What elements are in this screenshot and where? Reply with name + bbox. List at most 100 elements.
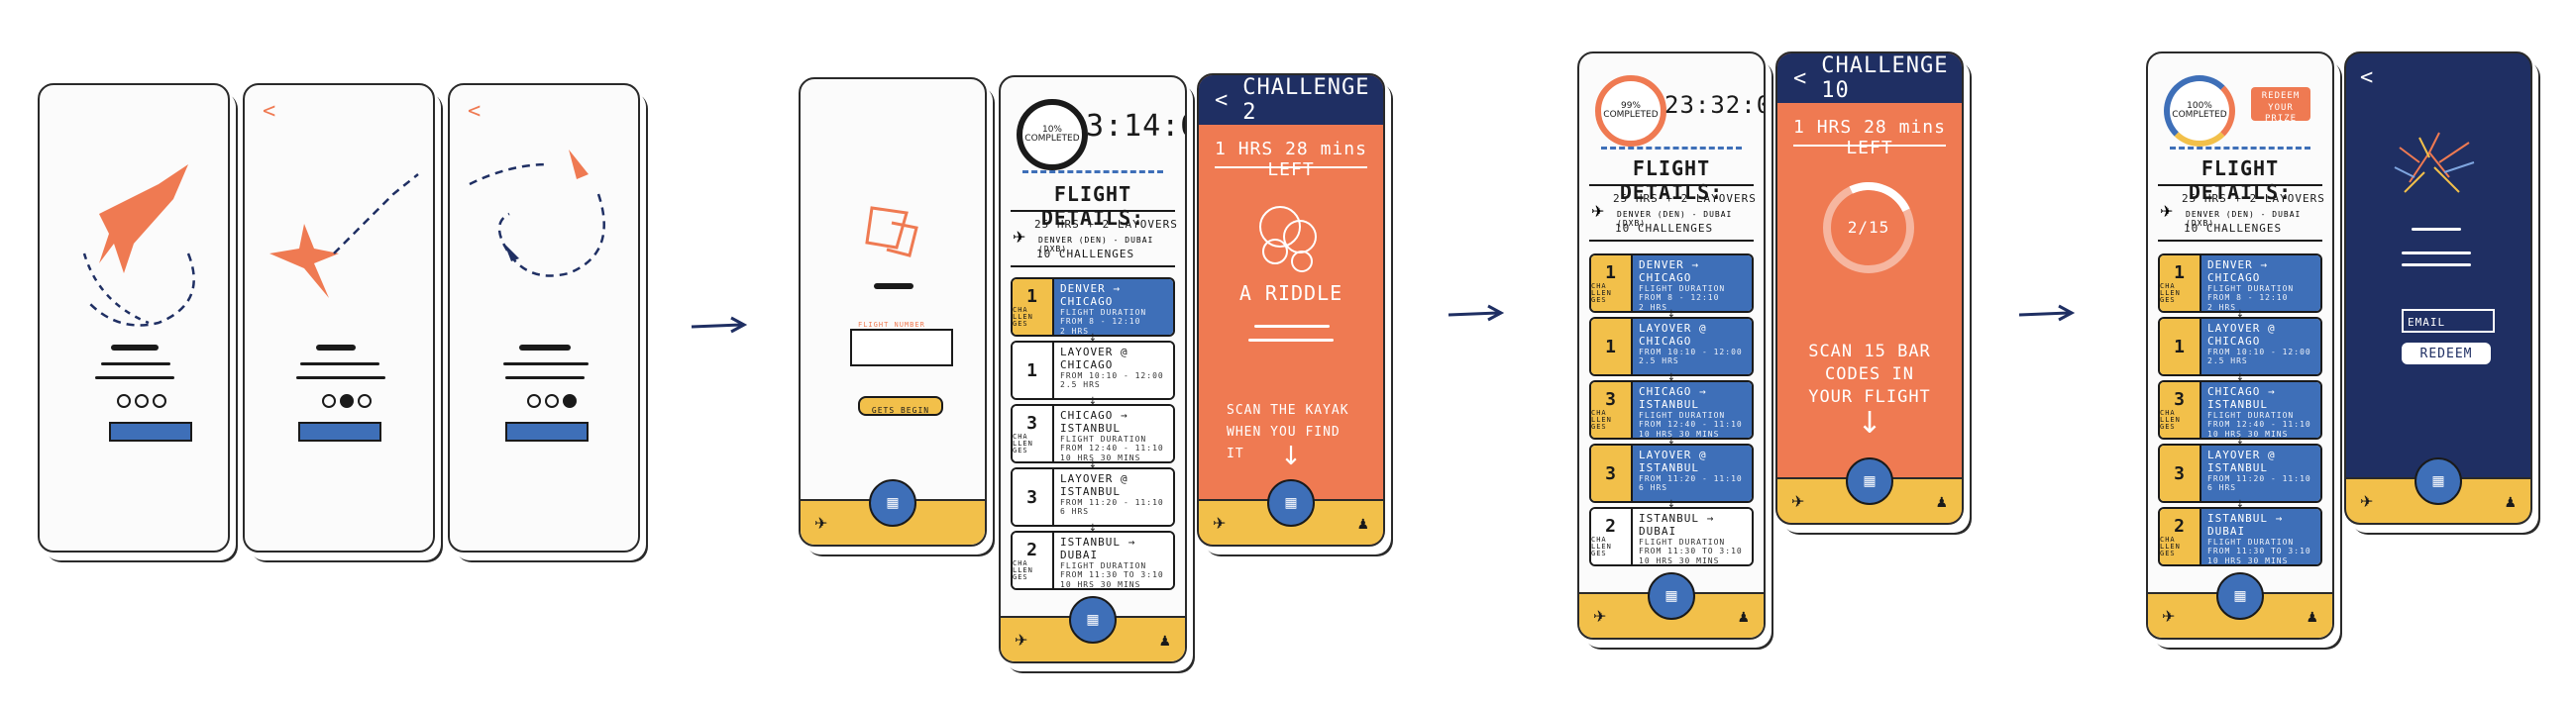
flight-route: DENVER (DEN) - DUBAI (DXB) bbox=[1617, 210, 1733, 228]
challenge-instruction: SCAN 15 BAR CODES IN YOUR FLIGHT bbox=[1808, 342, 1931, 407]
email-input[interactable]: EMAIL bbox=[2402, 309, 2495, 333]
down-arrow-icon: ↓ bbox=[1280, 442, 1302, 471]
plane-icon[interactable]: ✈ bbox=[2360, 492, 2374, 511]
leg-number: 1 bbox=[2174, 336, 2186, 357]
plane-icon[interactable]: ✈ bbox=[814, 514, 828, 533]
leg-title: DENVER → CHICAGO bbox=[1639, 258, 1699, 284]
scan-button[interactable]: ▦ bbox=[1267, 479, 1315, 527]
divider bbox=[1589, 184, 1754, 186]
flow-arrow-icon bbox=[691, 316, 748, 334]
progress-ring: 100% COMPLETED bbox=[2164, 75, 2235, 147]
divider bbox=[1011, 210, 1175, 212]
progress-label: 10% COMPLETED bbox=[1024, 124, 1080, 144]
plane-icon[interactable]: ✈ bbox=[1593, 607, 1607, 626]
leg-sub: FLIGHT DURATION bbox=[1639, 411, 1726, 421]
profile-icon[interactable]: ♟ bbox=[2504, 495, 2517, 511]
back-button[interactable]: < bbox=[1793, 65, 1808, 91]
plane-icon[interactable]: ✈ bbox=[1015, 631, 1028, 650]
next-button[interactable] bbox=[298, 422, 381, 442]
back-button[interactable]: < bbox=[1215, 87, 1230, 113]
leg-time: FROM 11:30 TO 3:10 bbox=[2207, 547, 2311, 556]
plane-icon[interactable]: ✈ bbox=[1213, 514, 1227, 533]
redeem-prize-button[interactable]: REDEEM YOUR PRIZE bbox=[2251, 87, 2310, 124]
back-button[interactable]: < bbox=[2360, 65, 2375, 90]
onboarding-screen-2: < bbox=[243, 83, 435, 553]
leg-connector-arrow-icon: ↓ bbox=[1666, 436, 1676, 447]
get-started-button[interactable]: GETS BEGIN bbox=[858, 396, 943, 416]
countdown-timer: 23:32:02 bbox=[1664, 91, 1764, 119]
time-left: 1 HRS 28 mins LEFT bbox=[1793, 117, 1946, 158]
leg-connector-arrow-icon: ↓ bbox=[1088, 459, 1098, 470]
leg-dur: 6 HRS bbox=[2207, 483, 2237, 493]
challenge-header: < CHALLENGE 10 bbox=[1777, 53, 1962, 103]
leg-connector-arrow-icon: ↓ bbox=[1088, 396, 1098, 407]
leg-challenge-count: 1 bbox=[2160, 319, 2201, 374]
bottom-nav: ✈ ▦ ♟ bbox=[1001, 596, 1185, 661]
scan-button[interactable]: ▦ bbox=[2415, 457, 2462, 505]
next-button[interactable] bbox=[505, 422, 589, 442]
leg-dur: 2 HRS bbox=[1060, 326, 1090, 336]
scan-button[interactable]: ▦ bbox=[1846, 457, 1893, 505]
leg-connector-arrow-icon: ↓ bbox=[2235, 499, 2245, 510]
plane-icon[interactable]: ✈ bbox=[1791, 492, 1805, 511]
leg-number: 3 bbox=[2174, 389, 2186, 410]
profile-icon[interactable]: ♟ bbox=[2306, 610, 2318, 626]
scan-button[interactable]: ▦ bbox=[1069, 596, 1117, 644]
leg-number: 1 bbox=[2174, 262, 2186, 283]
text-scribble bbox=[2402, 252, 2471, 254]
leg-time: FROM 11:30 TO 3:10 bbox=[1060, 570, 1164, 580]
progress-ring: 10% COMPLETED bbox=[1017, 99, 1088, 170]
leg-number: 3 bbox=[1026, 486, 1038, 508]
leg-title: LAYOVER @ ISTANBUL bbox=[2207, 449, 2276, 474]
page-dot bbox=[153, 394, 166, 408]
email-label: EMAIL bbox=[2408, 316, 2446, 329]
text-scribble bbox=[1248, 339, 1334, 342]
back-button[interactable]: < bbox=[263, 99, 277, 124]
flight-summary: 25 HRS + 2 LAYOVERS bbox=[1034, 218, 1178, 231]
profile-icon[interactable]: ♟ bbox=[1356, 517, 1369, 533]
plane-icon[interactable]: ✈ bbox=[2162, 607, 2176, 626]
bottom-nav: ✈ ▦ ♟ bbox=[1199, 479, 1383, 545]
profile-icon[interactable]: ♟ bbox=[1935, 495, 1948, 511]
next-button[interactable] bbox=[109, 422, 192, 442]
scan-button[interactable]: ▦ bbox=[2216, 572, 2264, 620]
leg-unit: CHA LLEN GES bbox=[2160, 409, 2181, 431]
divider bbox=[1022, 170, 1163, 173]
leg-time: FROM 12:40 - 11:10 bbox=[1639, 420, 1743, 430]
bottom-nav: ✈ ▦ ♟ bbox=[2346, 457, 2530, 523]
profile-icon[interactable]: ♟ bbox=[1158, 634, 1171, 650]
leg-number: 2 bbox=[2174, 516, 2186, 537]
scan-button[interactable]: ▦ bbox=[869, 479, 916, 527]
redeem-prize-label: REDEEM YOUR PRIZE bbox=[2261, 91, 2301, 125]
back-button[interactable]: < bbox=[468, 99, 483, 124]
leg-sub: FLIGHT DURATION bbox=[1060, 308, 1147, 318]
text-scribble bbox=[300, 362, 379, 365]
flight-number-input[interactable]: FLIGHT NUMBER bbox=[850, 321, 953, 366]
leg-number: 2 bbox=[1026, 540, 1038, 560]
leg-dur: 6 HRS bbox=[1639, 483, 1668, 493]
profile-icon[interactable]: ♟ bbox=[1737, 610, 1750, 626]
scan-button[interactable]: ▦ bbox=[1648, 572, 1695, 620]
challenge-instruction: SCAN THE KAYAK WHEN YOU FIND IT bbox=[1227, 403, 1349, 462]
redeem-button[interactable]: REDEEM bbox=[2402, 343, 2491, 364]
text-scribble bbox=[503, 362, 589, 365]
